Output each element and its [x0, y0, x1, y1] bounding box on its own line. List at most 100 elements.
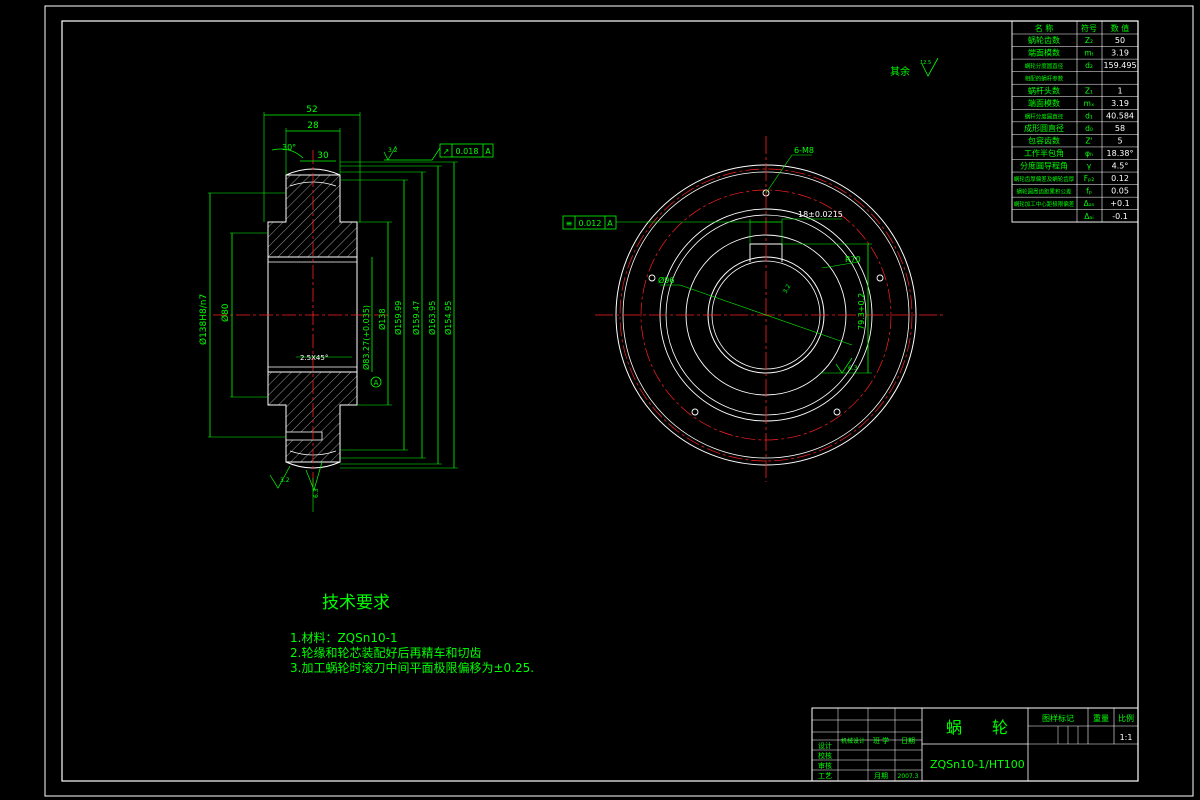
param-cell-name: 蜗杆头数: [1028, 85, 1060, 95]
front-small-label-1: 6.3: [848, 365, 858, 372]
tech-item-1: 2.轮缘和轮芯装配好后再精车和切齿: [290, 645, 481, 660]
sym-value: 0.012: [579, 219, 602, 228]
param-cell-value: 1: [1117, 86, 1122, 95]
param-cell-value: 4.5°: [1112, 162, 1129, 171]
svg-text:3.2: 3.2: [280, 477, 290, 484]
param-header-symbol: 符号: [1081, 23, 1097, 33]
dia-label-4: Ø159.99: [393, 301, 403, 335]
bore-label: R70: [845, 255, 861, 264]
material-label: ZQSn10-1/HT100: [930, 758, 1025, 771]
dia-label-1: Ø80: [220, 303, 231, 322]
runout-value: 0.018: [456, 147, 479, 156]
svg-text:12.5: 12.5: [920, 60, 931, 66]
bolt-hole-2: [648, 274, 656, 282]
title-role-3: 工艺: [818, 772, 832, 780]
part-name-1: 蜗: [946, 718, 962, 737]
datum-a-label: A: [374, 379, 379, 387]
tech-item-2: 3.加工蜗轮时滚刀中间平面极限偏移为±0.25.: [290, 660, 534, 675]
param-cell-value: 18.38°: [1107, 149, 1134, 158]
param-cell-name: 分度圆导程角: [1020, 161, 1068, 171]
outer-border: [44, 5, 1194, 797]
param-cell-symbol: d₂: [1085, 61, 1093, 70]
dim-28: 28: [307, 121, 319, 131]
title-role-2: 审核: [818, 761, 832, 770]
param-cell-value: -0.1: [1112, 212, 1128, 221]
param-cell-symbol: Fₚ₂: [1084, 174, 1095, 183]
param-cell-value: 5: [1117, 136, 1122, 145]
svg-text:其余: 其余: [890, 65, 910, 78]
param-cell-name: 端面模数: [1028, 98, 1060, 108]
rim-section-top: [267, 174, 358, 258]
bolt-hole-3: [876, 274, 884, 282]
svg-text:6.3: 6.3: [313, 488, 320, 498]
param-cell-symbol: d₀: [1085, 124, 1093, 133]
dia-label-6: Ø163.95: [427, 301, 437, 335]
title-role-1: 校核: [818, 751, 832, 760]
param-cell-value: 58: [1115, 124, 1125, 133]
param-cell-name: 工作半包角: [1024, 148, 1064, 158]
param-cell-name: 蜗轮齿厚偏差及蜗轮齿厚: [1014, 175, 1075, 183]
param-cell-symbol: Δₐᵢ: [1084, 212, 1093, 221]
title-date-label: 月期: [874, 772, 888, 780]
svg-text:≡: ≡: [566, 219, 573, 228]
param-cell-symbol: Z': [1085, 136, 1092, 145]
front-view: 6-M8 Ø96 18±0.0215 R70 79.3+0.2 3.2 6.3 …: [562, 136, 944, 482]
param-cell-name: 成形圆直径: [1024, 123, 1064, 133]
roughness-mark-0: 3.2: [383, 145, 398, 161]
title-extra-2: 日期: [901, 737, 915, 745]
dia-label-2: Ø83.27(+0.035): [361, 305, 371, 370]
part-name-2: 轮: [992, 718, 1008, 737]
roughness-mark-1: 3.2: [269, 465, 291, 489]
param-cell-value: 0.12: [1111, 174, 1129, 183]
param-cell-value: +0.1: [1110, 199, 1129, 208]
chamfer-label: 2.5X45°: [300, 354, 328, 362]
param-cell-symbol: fₚ: [1086, 187, 1092, 196]
param-cell-symbol: Δₐₛ: [1084, 199, 1095, 208]
param-cell-value: 3.19: [1111, 49, 1129, 58]
inner-border: [61, 20, 1139, 782]
param-cell-name: 蜗轮齿数: [1028, 35, 1060, 45]
title-header-1: 重量: [1093, 713, 1109, 723]
dim-30: 30: [317, 151, 329, 161]
bolt-hole-5: [833, 408, 841, 416]
dia96-label: Ø96: [658, 275, 674, 285]
param-header-value: 数 值: [1111, 23, 1130, 33]
param-cell-symbol: γ: [1087, 162, 1092, 171]
angle-label: 30°: [282, 143, 296, 152]
param-cell-name: 端面模数: [1028, 48, 1060, 58]
tech-requirements: 技术要求 1.材料：ZQSn10-1 2.轮缘和轮芯装配好后再精车和切齿 3.加…: [290, 593, 534, 675]
svg-text:3.2: 3.2: [388, 147, 398, 154]
param-cell-value: 40.584: [1106, 111, 1134, 120]
param-cell-value: 50: [1115, 36, 1125, 45]
param-cell-symbol: mₜ: [1084, 49, 1094, 58]
param-cell-name: 包容齿数: [1028, 135, 1060, 145]
bolt-hole-4: [691, 408, 699, 416]
param-cell-symbol: mₓ: [1084, 99, 1095, 108]
param-cell-name: 蜗轮加工中心距极限偏差: [1014, 200, 1075, 208]
roughness-mark-2: 6.3: [305, 461, 323, 498]
title-role-0: 设计: [818, 741, 832, 750]
param-header-name: 名 称: [1035, 23, 1054, 33]
holes-label: 6-M8: [794, 146, 814, 155]
param-cell-symbol: φₕ: [1085, 149, 1093, 158]
param-cell-name: 相配的蜗杆参数: [1025, 75, 1064, 83]
tech-item-0: 1.材料：ZQSn10-1: [290, 631, 398, 645]
key-depth-label: 79.3+0.2: [857, 293, 866, 330]
sym-datum: A: [607, 219, 613, 228]
title-extra-0: 机械设计: [841, 737, 865, 745]
front-small-label-0: 3.2: [782, 283, 793, 295]
param-cell-value: 0.05: [1111, 187, 1129, 196]
dim-52: 52: [306, 105, 317, 115]
roughness-note: 其余 12.5: [890, 57, 939, 78]
scale-value: 1:1: [1120, 733, 1133, 742]
param-cell-name: 蜗杆分度圆直径: [1025, 112, 1064, 120]
dia-label-3: Ø138: [377, 308, 387, 330]
section-view: 52 28 30 30° Ø138H8/n7 Ø80 Ø83.27(+0.035…: [198, 105, 494, 512]
dia-label-7: Ø154.95: [443, 301, 453, 335]
param-cell-name: 蜗轮分度圆直径: [1025, 62, 1064, 70]
rim-section-bottom: [267, 371, 358, 463]
runout-datum: A: [485, 147, 491, 156]
title-header-0: 图样标记: [1042, 713, 1074, 723]
